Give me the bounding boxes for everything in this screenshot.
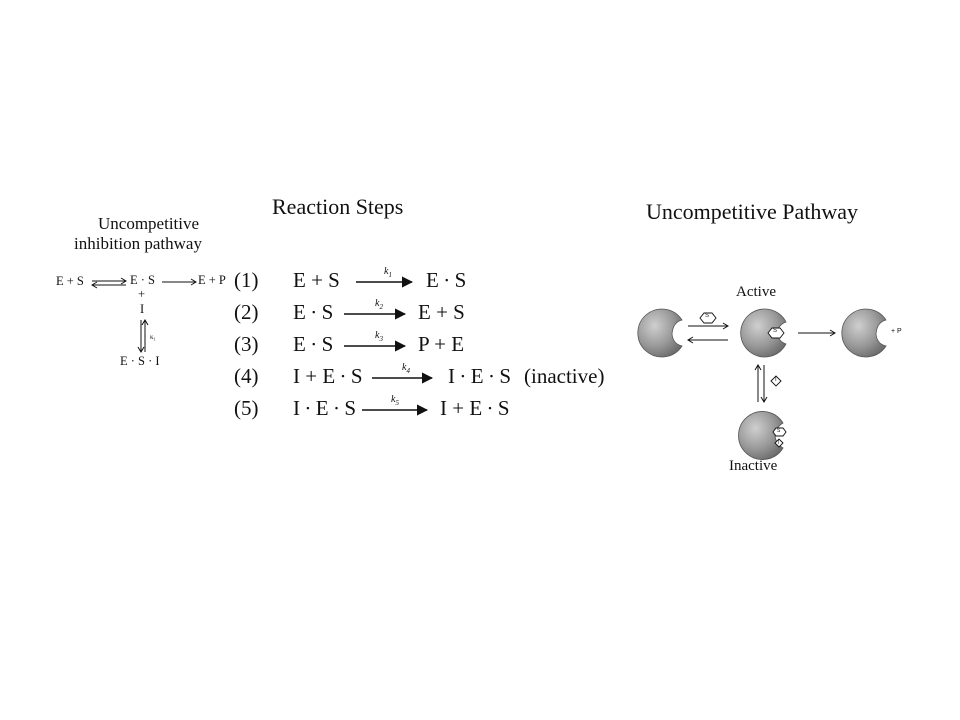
step-number: (5) <box>234 396 259 420</box>
free-enzyme-product <box>841 308 887 358</box>
left-esi: E · S · I <box>120 354 160 368</box>
left-scheme-arrows <box>91 277 197 353</box>
step-number: (4) <box>234 364 259 388</box>
step-reactants: E ∙ S <box>293 332 334 356</box>
bind-substrate-reverse-head <box>687 336 694 344</box>
bind-substrate-forward-head <box>722 322 729 330</box>
substrate-hexagon-active <box>767 327 785 339</box>
step-rate-constant: k3 <box>375 330 383 343</box>
step-number: (1) <box>234 268 259 292</box>
eq-reverse-head <box>91 281 98 289</box>
free-enzyme-1 <box>637 308 683 358</box>
reaction-steps-title: Reaction Steps <box>272 194 404 219</box>
reaction-step-arrows <box>344 276 434 416</box>
left-title-line1: Uncompetitive <box>98 214 200 233</box>
inhibitor-label-top: I <box>775 377 777 383</box>
inactive-enzyme-complex <box>738 411 784 460</box>
inhibitor-diamond-inactive <box>774 438 784 448</box>
left-e-plus-p: E + P <box>198 273 226 287</box>
step-products: E + S <box>418 300 465 324</box>
catalysis-forward-head <box>829 329 836 337</box>
inhibitor-bind-up-head <box>754 364 762 371</box>
inhibitor-diamond-top <box>770 375 782 387</box>
product-label: + P <box>891 328 902 335</box>
left-inhibitor: I <box>140 302 145 316</box>
left-e-plus-s: E + S <box>56 274 84 288</box>
inhibitor-label-inactive: I <box>778 440 780 446</box>
step-reactants: E ∙ S <box>293 300 334 324</box>
right-panel-arrows <box>687 322 836 403</box>
step-rate-constant: k5 <box>391 394 399 407</box>
substrate-hexagon-inactive <box>772 427 787 437</box>
step-rate-constant: k2 <box>375 298 383 311</box>
inhibitor-bind-down-head <box>760 396 768 403</box>
eq-forward-head <box>120 277 127 285</box>
left-es: E · S <box>130 273 155 287</box>
step-products: P + E <box>418 332 465 356</box>
left-plus: + <box>138 287 146 301</box>
substrate-hexagon-top <box>699 312 717 324</box>
vert-up-head <box>141 319 149 326</box>
step-rate-constant: k1 <box>384 266 392 279</box>
step-reactants: E + S <box>293 268 340 292</box>
substrate-label-top: S <box>705 313 710 319</box>
inactive-label: Inactive <box>729 458 778 474</box>
step-products: I ∙ E ∙ S <box>448 364 511 388</box>
catalysis-head <box>190 278 197 286</box>
active-label: Active <box>736 284 776 300</box>
right-panel-title: Uncompetitive Pathway <box>646 199 859 224</box>
step-products: I + E ∙ S <box>440 396 510 420</box>
step-rate-constant: k4 <box>402 362 410 375</box>
step-reactants: I ∙ E ∙ S <box>293 396 356 420</box>
left-k-label: κ₁ <box>150 333 156 341</box>
substrate-label-inactive: S <box>777 428 781 434</box>
vert-down-head <box>137 346 145 353</box>
step-products: E ∙ S <box>426 268 467 292</box>
step-reactants: I + E ∙ S <box>293 364 363 388</box>
step-number: (3) <box>234 332 259 356</box>
step-number: (2) <box>234 300 259 324</box>
step-inactive-note: (inactive) <box>524 364 605 388</box>
left-title-line2: inhibition pathway <box>74 234 202 253</box>
substrate-label-active: S <box>773 328 778 334</box>
